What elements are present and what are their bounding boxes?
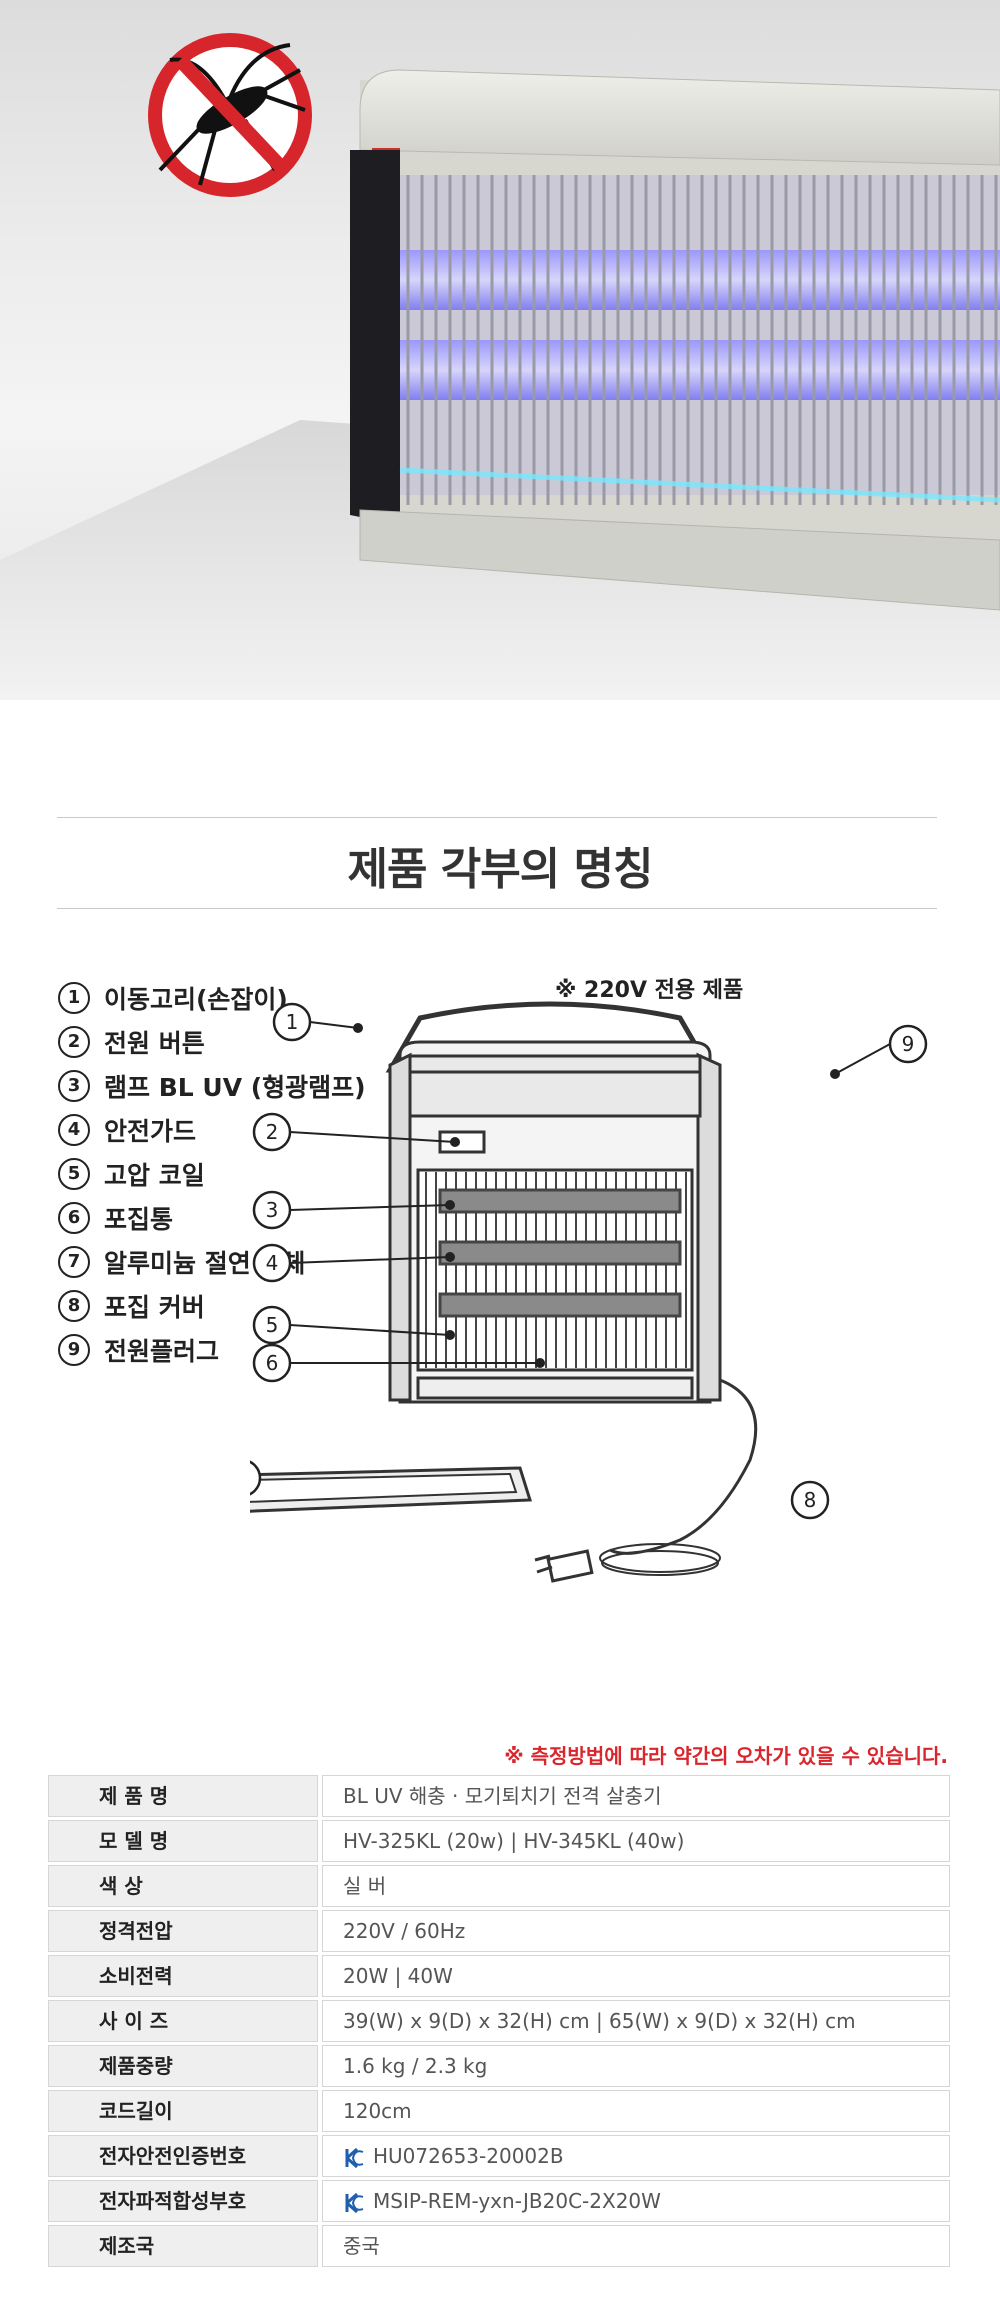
part-number: 3 [58,1070,90,1102]
spec-key: 색 상 [48,1865,318,1907]
title-rule-bottom [57,908,937,909]
part-label: 안전가드 [104,1117,197,1146]
diagram-callout-1: 1 [272,1002,312,1042]
bug-zapper-photo [0,33,1000,700]
part-item: 3 램프 BL UV (형광램프) [58,1068,366,1104]
part-label: 포집통 [104,1205,174,1234]
part-number: 9 [58,1334,90,1366]
diagram-callout-6: 6 [252,1343,292,1383]
section-title: 제품 각부의 명칭 [347,844,654,895]
diagram-callout-8: 8 [790,1480,830,1520]
svg-text:4: 4 [266,1251,279,1275]
svg-text:1: 1 [286,1010,299,1034]
part-number: 7 [58,1246,90,1278]
svg-text:3: 3 [266,1198,279,1222]
svg-text:6: 6 [266,1351,279,1375]
diagram-callout-3: 3 [252,1190,292,1230]
part-number: 6 [58,1202,90,1234]
part-label: 이동고리(손잡이) [104,985,288,1014]
spec-value: 실 버 [322,1865,950,1907]
spec-key: 제조국 [48,2225,318,2267]
spec-value: HV-325KL (20w) | HV-345KL (40w) [322,1820,950,1862]
spec-key: 사 이 즈 [48,2000,318,2042]
part-item: 4 안전가드 [58,1112,196,1148]
parts-diagram: 1 2 3 4 5 6 7 8 9 [250,1001,928,1583]
kc-cert-icon [345,2147,364,2168]
spec-value: 1.6 kg / 2.3 kg [322,2045,950,2087]
part-label: 램프 BL UV (형광램프) [104,1073,366,1102]
spec-disclaimer: ※ 측정방법에 따라 약간의 오차가 있을 수 있습니다. [504,1744,948,1768]
part-item: 6 포집통 [58,1200,173,1236]
spec-key: 전자파적합성부호 [48,2180,318,2222]
kc-cert-icon [345,2192,364,2213]
diagram-callout-5: 5 [252,1305,292,1345]
part-number: 5 [58,1158,90,1190]
cert-number: HU072653-20002B [373,2144,564,2168]
hero-photo [0,0,1000,700]
power-cord-shape [609,1378,758,1555]
spec-value: 중국 [322,2225,950,2267]
spec-value-cert: HU072653-20002B [322,2135,950,2177]
svg-text:2: 2 [266,1120,279,1144]
spec-key: 전자안전인증번호 [48,2135,318,2177]
svg-text:9: 9 [902,1032,915,1056]
part-number: 2 [58,1026,90,1058]
spec-value: 39(W) x 9(D) x 32(H) cm | 65(W) x 9(D) x… [322,2000,950,2042]
spec-value: 120cm [322,2090,950,2132]
part-item: 8 포집 커버 [58,1288,205,1324]
spec-key: 모 델 명 [48,1820,318,1862]
part-item: 2 전원 버튼 [58,1024,205,1060]
part-item: 1 이동고리(손잡이) [58,980,288,1016]
spec-key: 제 품 명 [48,1775,318,1817]
part-number: 4 [58,1114,90,1146]
part-number: 1 [58,982,90,1014]
handle-shape [385,1001,715,1073]
diagram-note: ※ 220V 전용 제품 [555,978,744,1003]
table-row: 전자파적합성부호 MSIP-REM-yxn-JB20C-2X20W [48,2180,950,2222]
svg-text:5: 5 [266,1313,279,1337]
no-mosquito-icon [148,33,312,197]
diagram-callout-7: 7 [250,1460,262,1496]
diagram-callout-9: 9 [888,1024,928,1064]
part-label: 전원플러그 [104,1337,220,1366]
diagram-callout-4: 4 [252,1243,292,1283]
spec-value-cert: MSIP-REM-yxn-JB20C-2X20W [322,2180,950,2222]
diagram-callout-2: 2 [252,1112,292,1152]
spec-key: 정격전압 [48,1910,318,1952]
cert-number: MSIP-REM-yxn-JB20C-2X20W [373,2189,661,2213]
spec-key: 제품중량 [48,2045,318,2087]
spec-key: 코드길이 [48,2090,318,2132]
part-label: 고압 코일 [104,1161,205,1190]
part-item: 9 전원플러그 [58,1332,219,1368]
title-rule-top [57,817,937,818]
part-item: 5 고압 코일 [58,1156,205,1192]
spec-value: 20W | 40W [322,1955,950,1997]
part-label: 전원 버튼 [104,1029,205,1058]
part-number: 8 [58,1290,90,1322]
table-row: 전자안전인증번호 HU072653-20002B [48,2135,950,2177]
spec-value: 220V / 60Hz [322,1910,950,1952]
spec-key: 소비전력 [48,1955,318,1997]
part-label: 포집 커버 [104,1293,205,1322]
spec-value: BL UV 해충 · 모기퇴치기 전격 살충기 [322,1775,950,1817]
svg-text:8: 8 [804,1488,817,1512]
